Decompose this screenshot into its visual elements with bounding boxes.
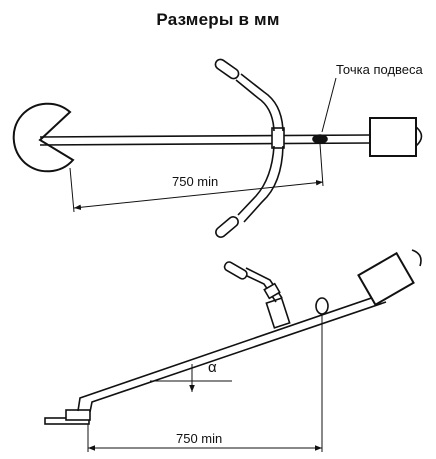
suspension-leader	[321, 77, 337, 133]
suspension-point	[312, 134, 328, 144]
side-handle-bracket	[265, 297, 291, 329]
side-shaft	[77, 293, 384, 412]
handle-upper-arm	[235, 79, 275, 132]
side-dimension-label: 750 min	[176, 431, 222, 446]
upper-grip	[214, 58, 240, 80]
drawing-title: Размеры в мм	[156, 10, 280, 29]
top-view	[12, 58, 423, 238]
handle-clamp	[271, 127, 285, 149]
side-gear-head	[65, 409, 91, 421]
top-dimension-label: 750 min	[172, 174, 218, 189]
handle-lower-arm	[237, 145, 275, 216]
angle-label: α	[208, 359, 217, 376]
side-engine-block	[357, 251, 415, 307]
cutting-disc	[12, 102, 75, 173]
lower-grip	[215, 216, 239, 238]
engine-block	[369, 117, 417, 157]
side-grip	[223, 261, 248, 280]
engine-cap	[415, 126, 423, 147]
top-dimension-line	[73, 179, 324, 211]
suspension-point-label: Точка подвеса	[336, 62, 424, 77]
side-suspension-ring	[315, 297, 329, 315]
side-view	[44, 249, 422, 452]
